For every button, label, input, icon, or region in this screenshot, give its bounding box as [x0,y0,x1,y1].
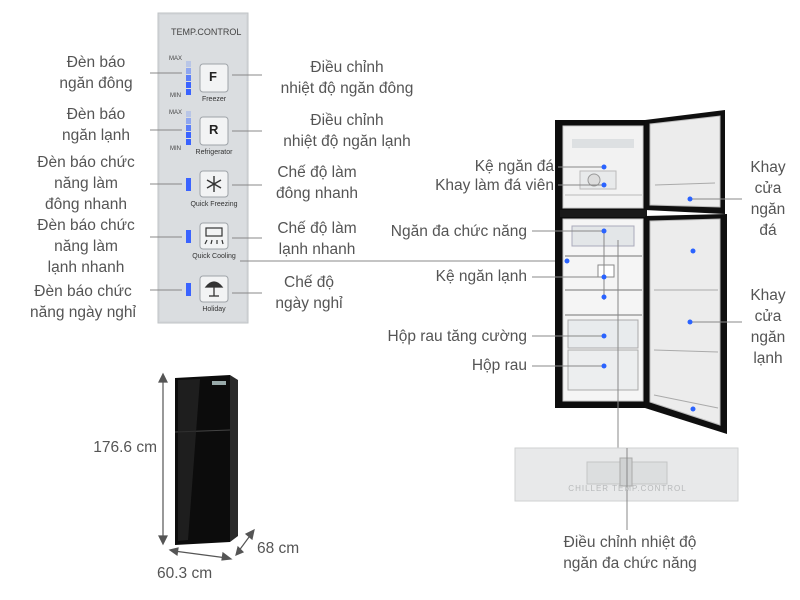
ice-tray-label: Khay làm đá viên [435,177,554,194]
chiller-slider-text: CHILLER TEMP.CONTROL [568,484,687,493]
height-dimension-label: 176.6 cm [93,439,157,456]
right-leader-lines [232,74,580,294]
quick-freeze-mode-label: Chế độ làm đông nhanh [276,164,358,202]
multi-adjust-label: Điều chỉnh nhiệt độ ngăn đa chức năng [563,534,697,572]
holiday-mode-label: Chế độ ngày nghỉ [275,274,343,312]
fridge-leader-dots [564,164,696,412]
holiday-led [186,283,191,296]
crisper-plus-label: Hộp rau tăng cường [387,328,527,345]
freezer-button[interactable] [199,63,229,93]
quick-freezing-name: Quick Freezing [190,201,238,208]
freezer-adjust-label: Điều chỉnh nhiệt độ ngăn đông [280,59,414,97]
quick-cool-mode-label: Chế độ làm lạnh nhanh [277,220,357,258]
crisper-label: Hộp rau [471,357,527,374]
fridge-button-key: R [209,122,219,137]
holiday-name: Holiday [202,306,226,313]
multi-compartment-label: Ngăn đa chức năng [390,223,527,240]
chiller-slider-zoom [514,447,739,530]
freezer-max-label: MAX [169,56,183,62]
depth-dimension-label: 68 cm [257,540,300,557]
freezer-button-key: F [209,69,217,84]
quick-cool-led [186,230,191,243]
quick-freeze-led [186,178,191,191]
fridge-button-name: Refrigerator [195,149,233,156]
ice-shelf-label: Kệ ngăn đá [474,158,554,175]
fridge-min-label: MIN [170,146,181,152]
fridge-exterior [174,375,238,545]
open-fridge [555,110,727,434]
freezer-indicator-label: Đèn báo ngăn đông [59,54,133,92]
snowflake-icon [206,176,222,192]
fridge-adjust-label: Điều chỉnh nhiệt độ ngăn lạnh [283,112,411,150]
cooling-fan-icon [204,227,224,245]
umbrella-icon [204,281,224,297]
fridge-indicator-label: Đèn báo ngăn lạnh [61,106,131,144]
freezer-led-column [186,61,191,95]
fridge-led-column [186,111,191,145]
fridge-max-label: MAX [169,110,183,116]
quick-cool-indicator-label: Đèn báo chức năng làm lạnh nhanh [37,217,135,276]
quick-cooling-name: Quick Cooling [192,253,236,260]
fridge-leader-lines [532,166,742,450]
quick-freeze-indicator-label: Đèn báo chức năng làm đông nhanh [37,154,135,213]
dimension-lines [158,372,255,561]
freezer-min-label: MIN [170,93,181,99]
freezer-door-tray-label: Khay cửa ngăn đá [750,159,786,239]
holiday-indicator-label: Đèn báo chức năng ngày nghỉ [29,283,136,321]
left-leader-lines [150,72,182,291]
freezer-button-name: Freezer [201,96,227,103]
fridge-button[interactable] [199,116,229,146]
panel-header: TEMP.CONTROL [171,27,242,37]
fridge-door-tray-label: Khay cửa ngăn lạnh [750,287,786,367]
fridge-shelf-label: Kệ ngăn lạnh [435,268,527,285]
width-dimension-label: 60.3 cm [157,565,213,582]
